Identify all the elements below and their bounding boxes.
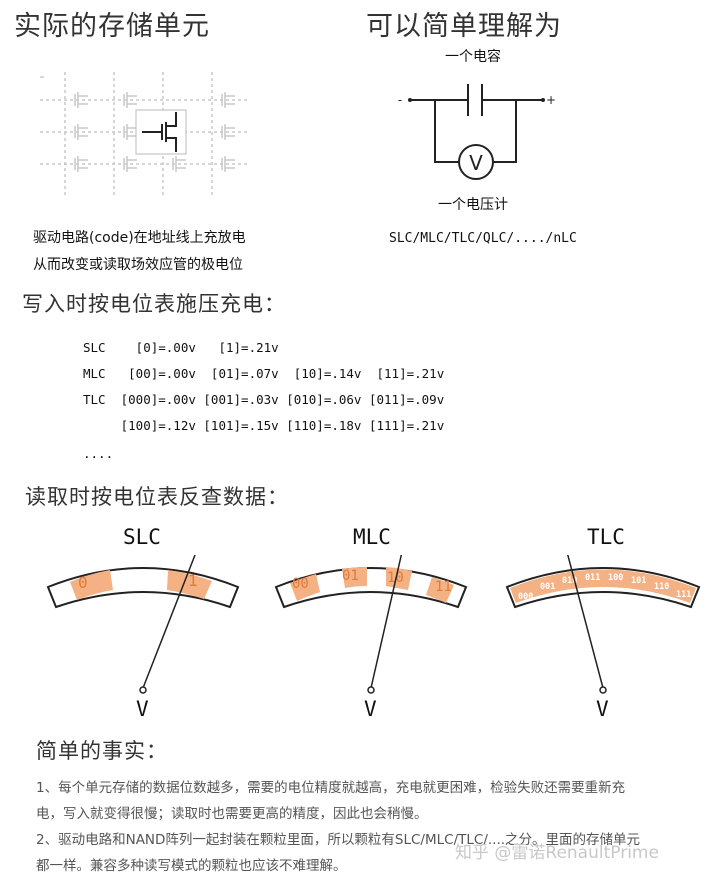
- watermark: 知乎 @雷诺RenaultPrime: [455, 843, 659, 863]
- memory-cell-grid: [40, 72, 250, 197]
- gauge-slc: 0 1: [46, 555, 240, 694]
- gauge-tlc-label-1: 001: [540, 582, 555, 592]
- gauge-tlc-title: TLC: [587, 525, 625, 549]
- gauge-tlc-label-7: 111: [676, 590, 691, 600]
- write-row-ellipsis: ....: [83, 446, 114, 461]
- gauges-figure: 0 1 00 01 10 11 000 001 010 011 100 101 …: [46, 555, 701, 694]
- gauge-mlc-label-0: 00: [292, 576, 309, 592]
- cell-types: SLC/MLC/TLC/QLC/..../nLC: [389, 231, 577, 246]
- cell-caption-line1: 驱动电路(code)在地址线上充放电: [33, 230, 246, 246]
- gauge-tlc-label-0: 000: [518, 592, 533, 602]
- gauge-tlc-needle-label: V: [596, 697, 609, 721]
- gauge-mlc: 00 01 10 11: [274, 555, 468, 694]
- gauge-mlc-label-1: 01: [342, 568, 359, 584]
- gauge-tlc-label-5: 101: [631, 576, 646, 586]
- write-row-mlc: MLC [00]=.00v [01]=.07v [10]=.14v [11]=.…: [83, 366, 445, 381]
- gauge-mlc-title: MLC: [353, 525, 391, 549]
- gauge-slc-label-1: 1: [188, 571, 198, 590]
- gauge-mlc-needle-label: V: [364, 697, 377, 721]
- gauge-tlc: 000 001 010 011 100 101 110 111: [505, 555, 701, 694]
- write-heading: 写入时按电位表施压充电：: [22, 292, 286, 316]
- fact2-line1: 2、驱动电路和NAND阵列一起封装在颗粒里面，所以颗粒有SLC/MLC/TLC/…: [36, 832, 641, 848]
- fact1-line2: 电，写入就变得很慢；读取时也需要更高的精度，因此也会稍慢。: [36, 806, 428, 822]
- left-title: 实际的存储单元: [14, 11, 210, 42]
- gauge-slc-title: SLC: [123, 525, 161, 549]
- gauge-tlc-label-4: 100: [608, 573, 623, 583]
- write-row-tlc-b: [100]=.12v [101]=.15v [110]=.18v [111]=.…: [83, 418, 445, 433]
- gauge-slc-band-1: [167, 570, 212, 599]
- capacitor-voltmeter-diagram: - + V: [398, 84, 556, 180]
- facts-heading: 简单的事实：: [36, 739, 168, 763]
- gauge-tlc-label-6: 110: [654, 582, 669, 592]
- voltmeter-symbol: V: [469, 151, 483, 175]
- fact1-line1: 1、每个单元存储的数据位数越多，需要的电位精度就越高，充电就更困难，检验失败还需…: [36, 780, 626, 796]
- gauge-slc-needle-label: V: [136, 697, 149, 721]
- gauge-tlc-label-3: 011: [585, 573, 600, 583]
- read-heading: 读取时按电位表反查数据：: [25, 485, 289, 509]
- write-row-slc: SLC [0]=.00v [1]=.21v: [83, 340, 279, 355]
- cell-caption-line2: 从而改变或读取场效应管的极电位: [33, 257, 243, 273]
- plus-sign: +: [546, 93, 556, 107]
- fact2-line2: 都一样。兼容多种读写模式的颗粒也应该不难理解。: [36, 858, 347, 874]
- write-row-tlc-a: TLC [000]=.00v [001]=.03v [010]=.06v [01…: [83, 392, 445, 407]
- gauge-slc-band-0: [70, 570, 113, 600]
- gauge-tlc-label-2: 010: [562, 576, 577, 586]
- gauge-mlc-label-3: 11: [435, 579, 452, 595]
- voltmeter-label: 一个电压计: [438, 197, 508, 213]
- gauge-slc-label-0: 0: [78, 573, 88, 592]
- minus-sign: -: [398, 93, 402, 107]
- right-title: 可以简单理解为: [366, 11, 562, 42]
- capacitor-label: 一个电容: [445, 49, 501, 65]
